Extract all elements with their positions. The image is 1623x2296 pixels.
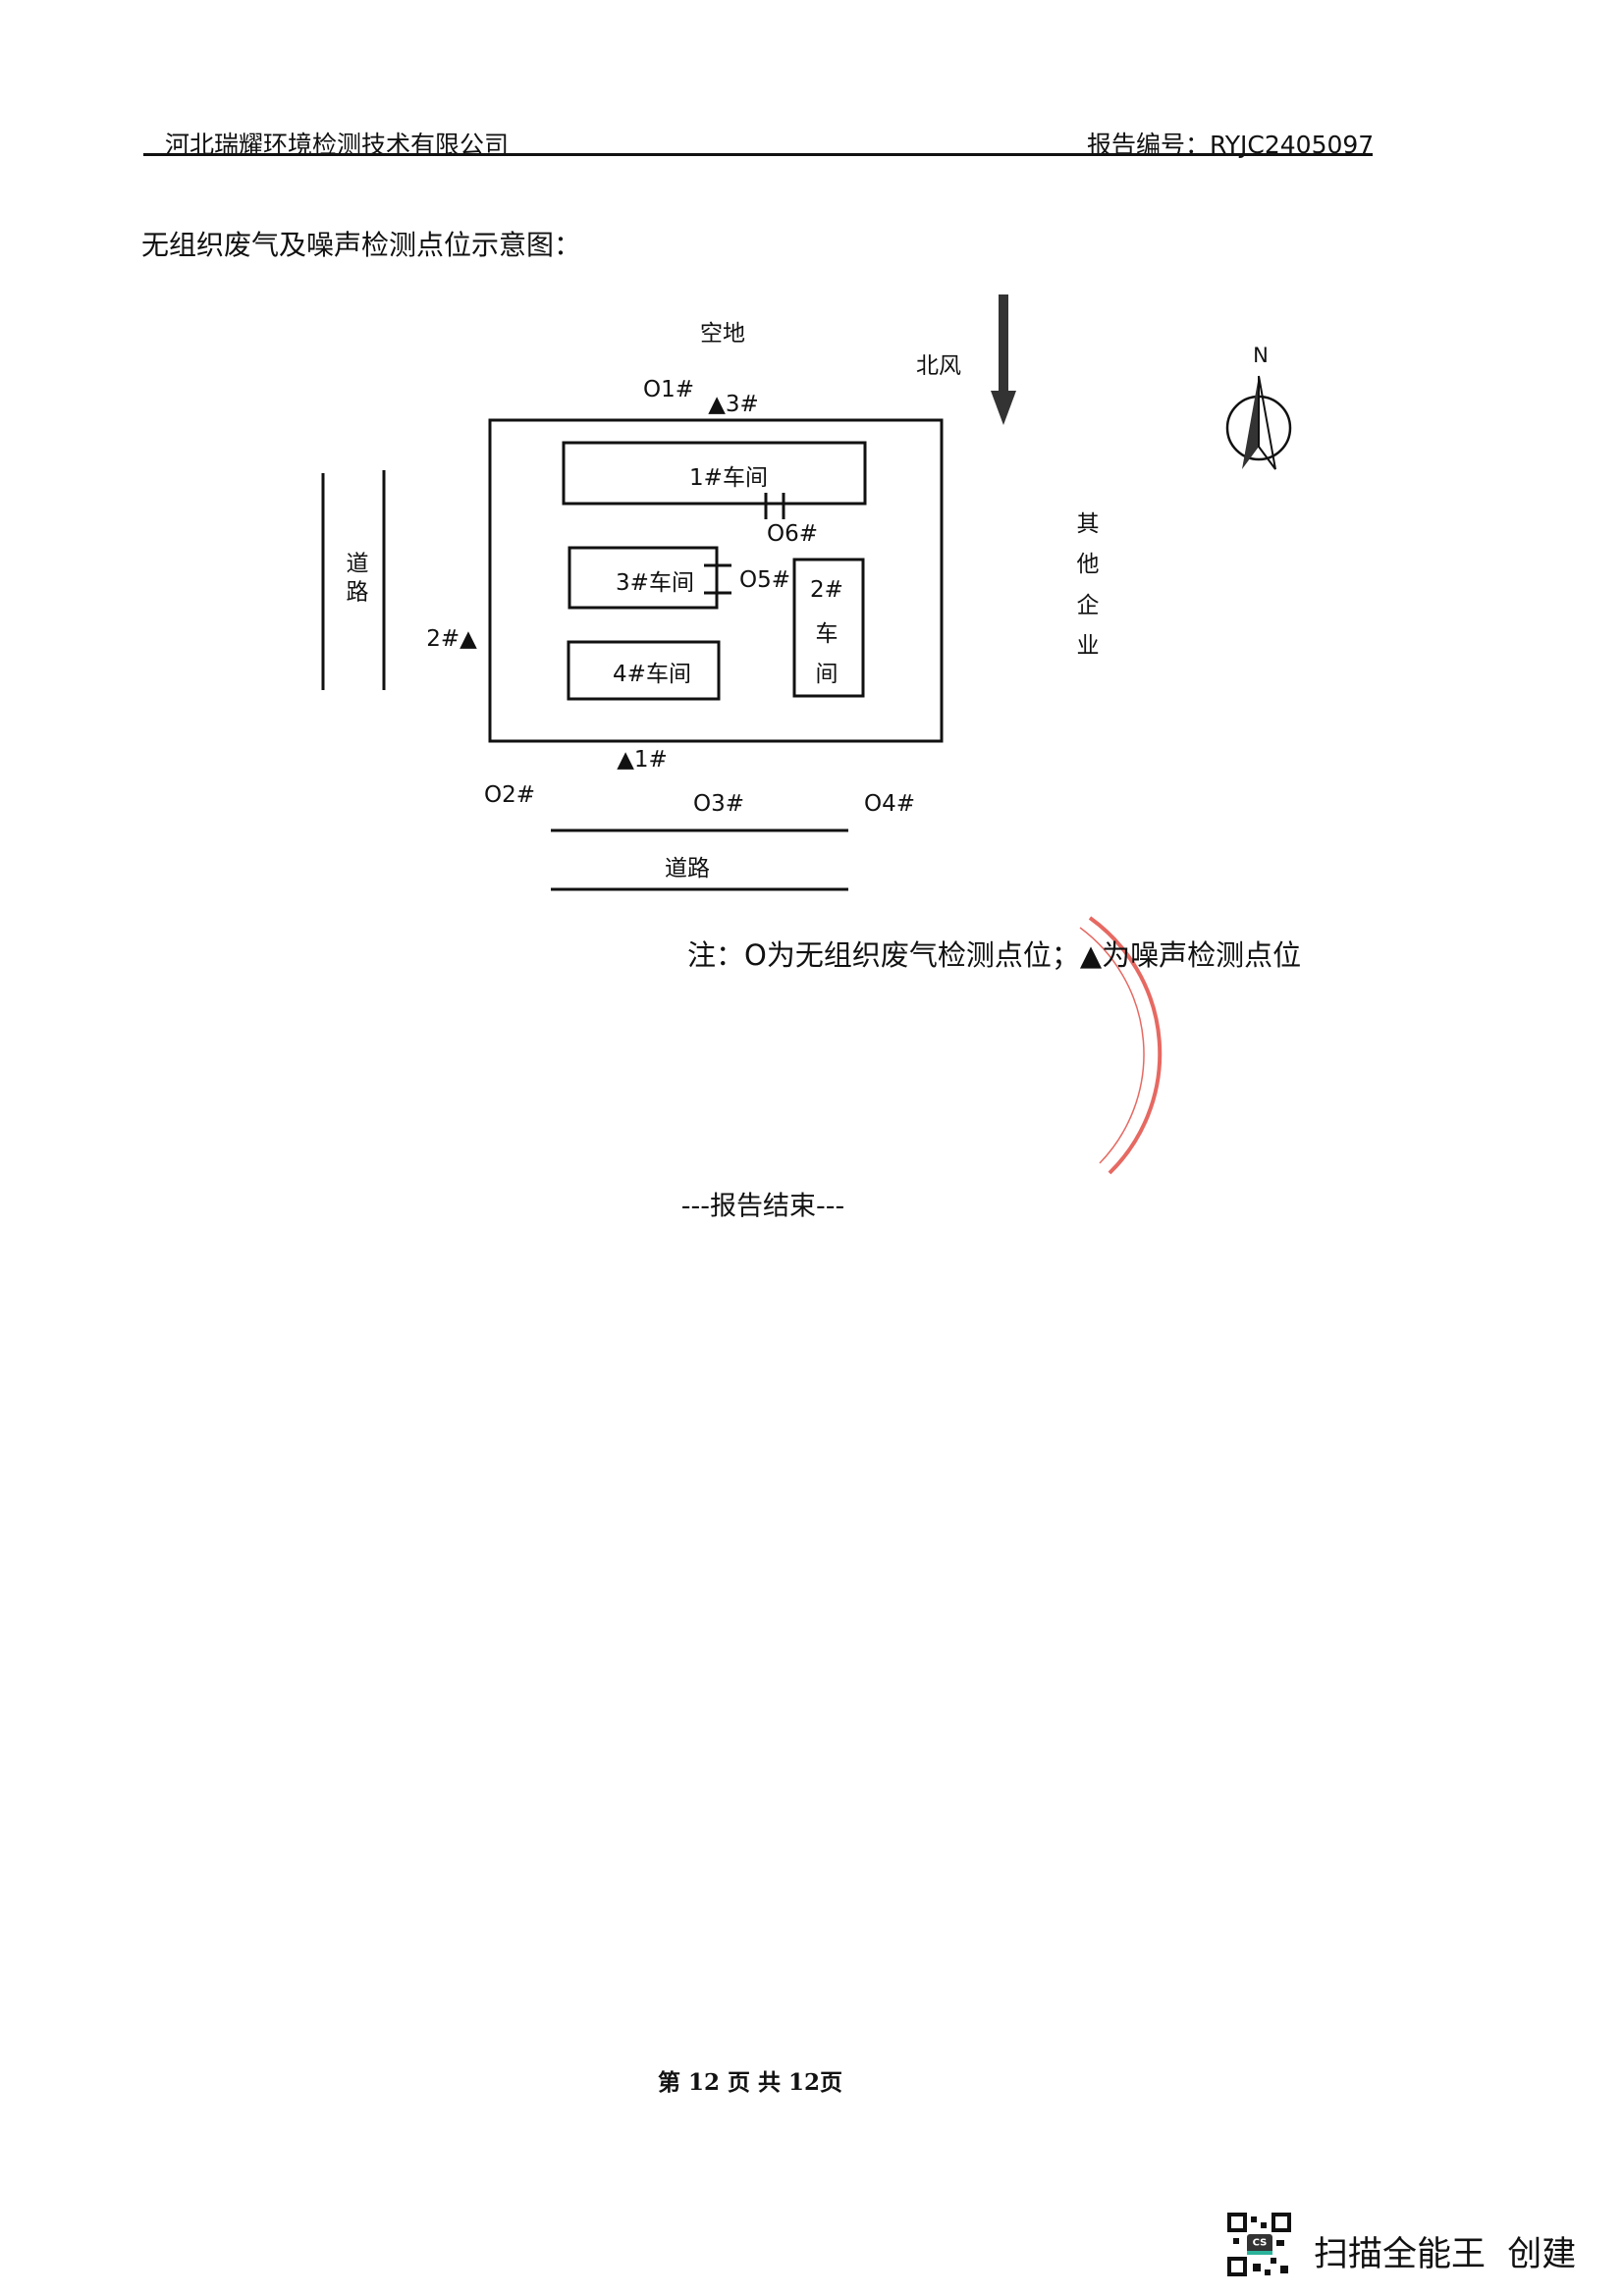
east-area-char: 业 — [1076, 633, 1100, 660]
page-title: 无组织废气及噪声检测点位示意图： — [141, 229, 582, 261]
gas-point-4: O4# — [863, 791, 916, 817]
workshop-1-label: 1#车间 — [689, 465, 768, 491]
plant-boundary — [488, 418, 944, 743]
west-road-char: 路 — [346, 579, 369, 605]
noise-point-3: ▲3# — [708, 392, 759, 417]
workshop-2-label: 2# — [810, 577, 843, 603]
gas-point-5: O5# — [738, 567, 791, 593]
company-seal — [1079, 916, 1163, 1175]
west-road-char: 道 — [346, 551, 369, 577]
legend-note: 注：O为无组织废气检测点位；▲为噪声检测点位 — [687, 938, 1302, 972]
workshop-2-label: 间 — [815, 662, 839, 687]
scanner-qr-icon — [1227, 2213, 1292, 2277]
header-divider — [143, 153, 1373, 156]
page-number: 第 12 页 共 12页 — [657, 2069, 843, 2096]
east-area-char: 他 — [1076, 552, 1100, 578]
compass-icon — [1225, 375, 1292, 470]
gas-point-2: O2# — [483, 782, 536, 808]
east-area-label: 其 他 企 业 — [1077, 505, 1100, 667]
gas-point-6: O6# — [766, 521, 819, 547]
south-road-label: 道路 — [665, 856, 710, 881]
gas-point-1: O1# — [642, 377, 695, 402]
noise-point-2: 2#▲ — [426, 626, 477, 652]
report-end-marker: ---报告结束--- — [680, 1191, 845, 1222]
east-area-char: 企 — [1076, 593, 1100, 618]
east-area-char: 其 — [1076, 511, 1100, 538]
workshop-4-label: 4#车间 — [613, 662, 691, 687]
scanner-logo-text: CS — [1252, 2237, 1268, 2249]
noise-point-1: ▲1# — [617, 747, 668, 773]
workshop-3-box — [568, 546, 719, 610]
wind-arrow-icon — [991, 294, 1016, 425]
gas-point-3: O3# — [692, 791, 745, 817]
workshop-1-box — [562, 441, 867, 506]
workshop-4-box — [567, 640, 721, 701]
workshop-3-label: 3#车间 — [616, 570, 694, 596]
compass-north-label: N — [1253, 344, 1269, 367]
north-area-label: 空地 — [700, 321, 745, 347]
west-road-label: 道 路 — [347, 550, 369, 607]
scanner-watermark-label: 扫描全能王 创建 — [1314, 2235, 1577, 2274]
workshop-2-box — [792, 558, 865, 698]
workshop-2-label: 车 — [815, 621, 839, 647]
wind-direction-label: 北风 — [916, 353, 961, 379]
